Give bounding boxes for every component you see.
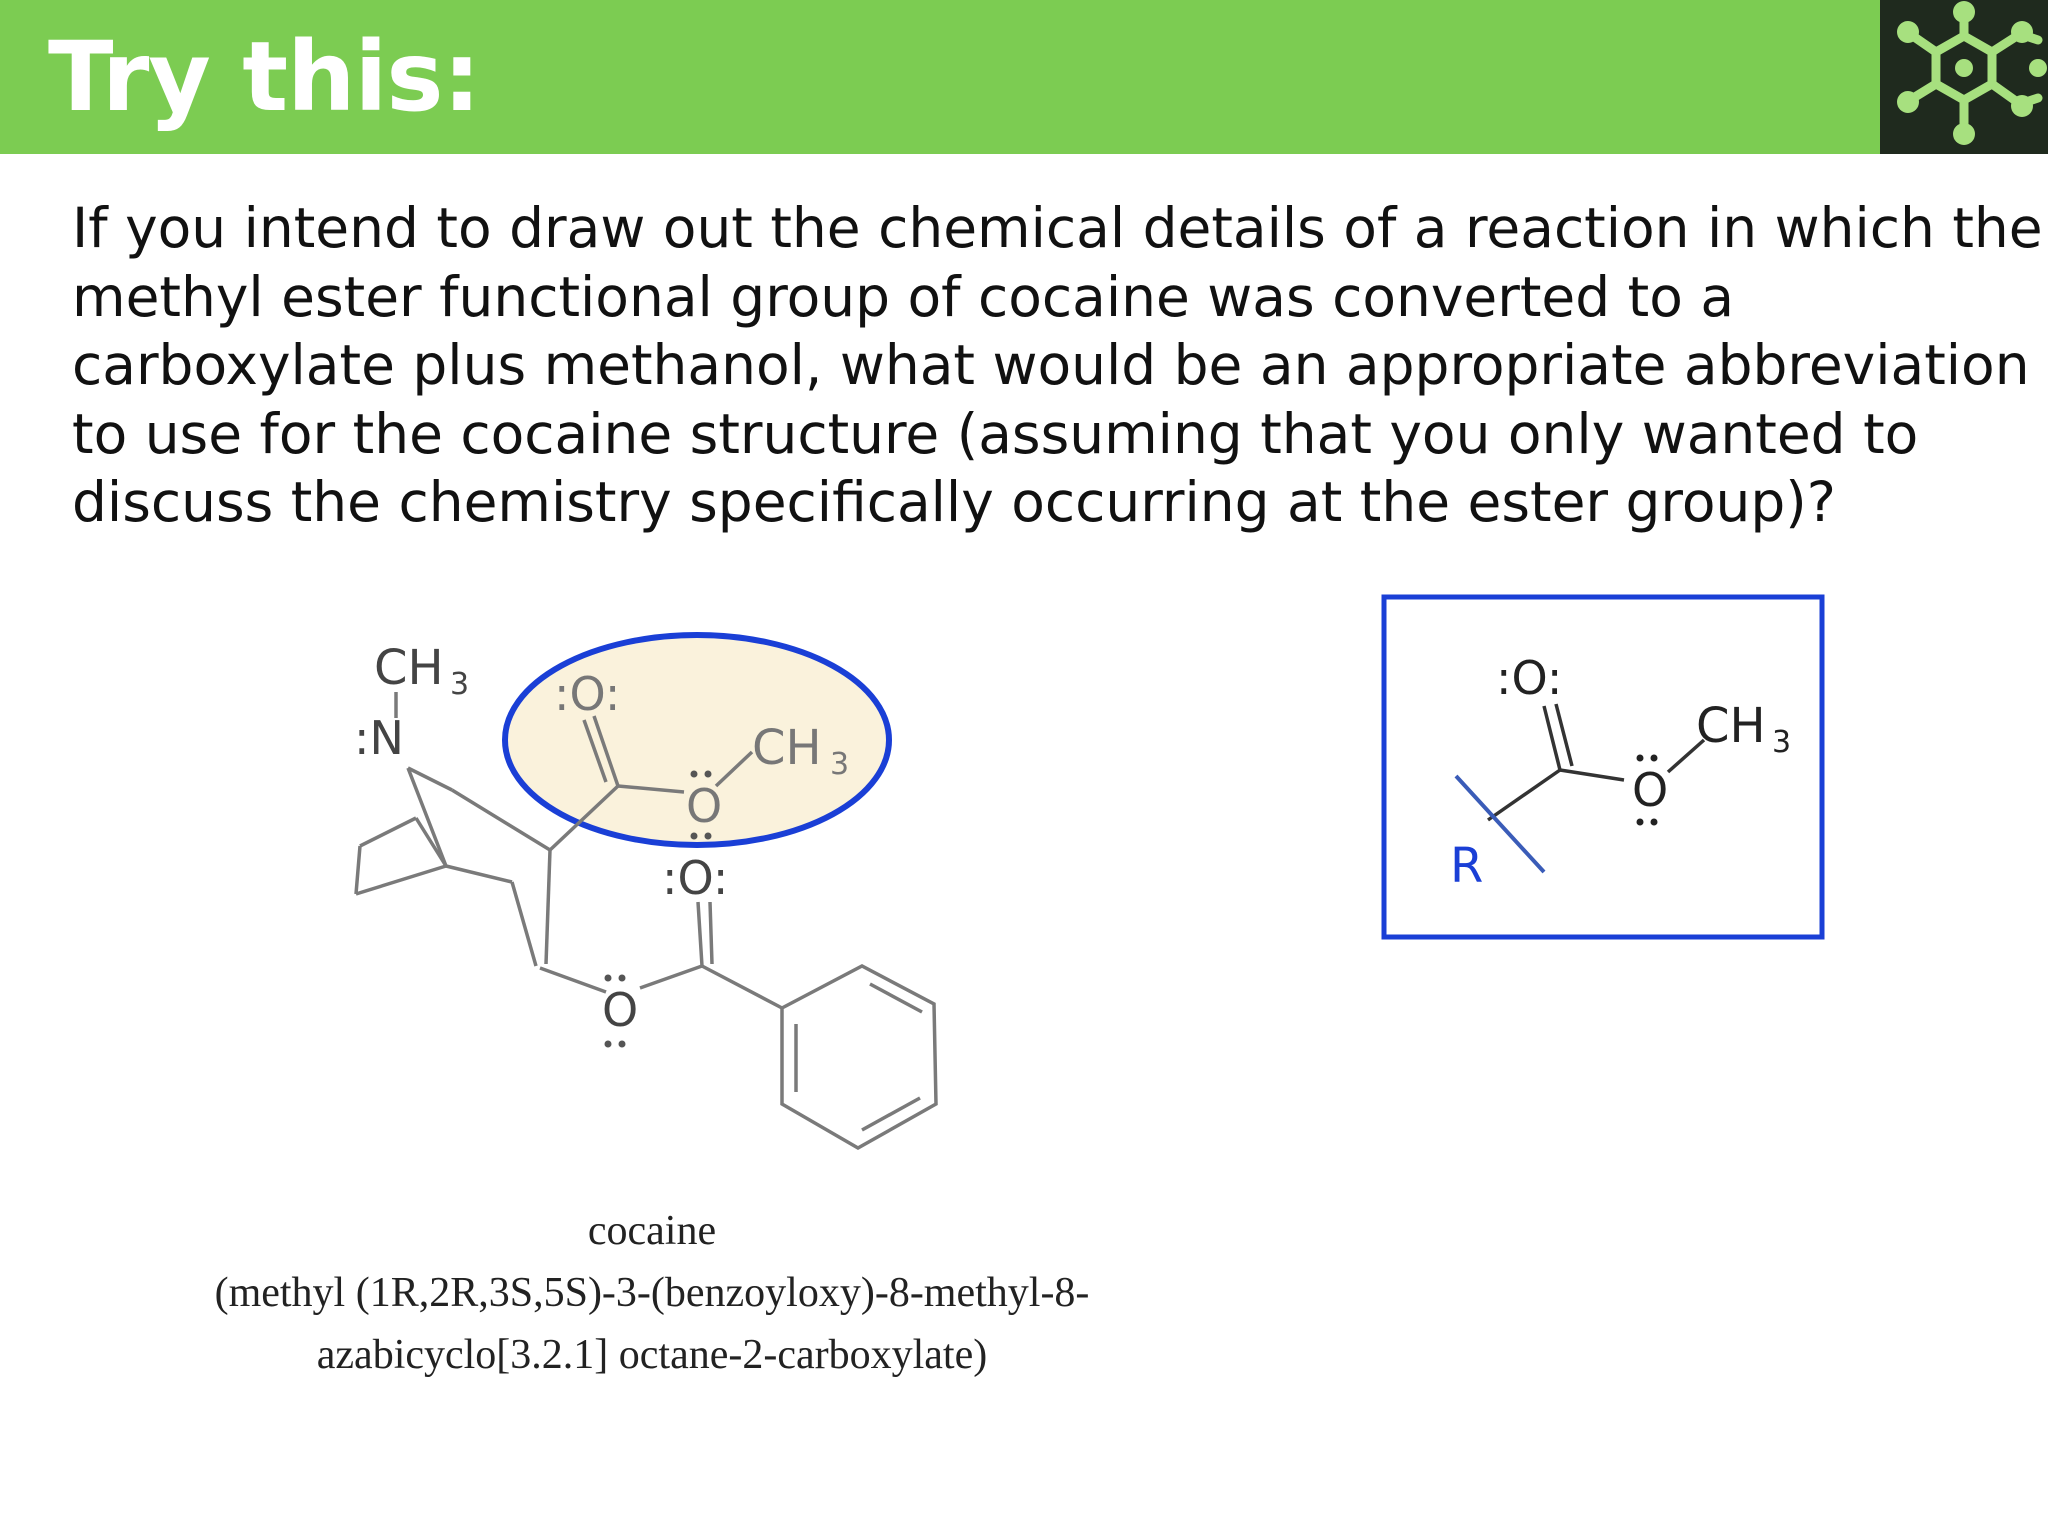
carbonyl-oxygen-label: :O: (1496, 651, 1562, 705)
question-line: methyl ester functional group of cocaine… (72, 264, 1735, 329)
question-text: If you intend to draw out the chemical d… (72, 194, 2043, 537)
ester-ch3-subscript: 3 (830, 747, 849, 782)
r-group-label: R (1450, 838, 1483, 894)
compound-name: cocaine (588, 1208, 716, 1254)
molecule-icon (1897, 1, 2047, 145)
ester-oxygen-label: O (686, 779, 722, 833)
cocaine-bonds (354, 692, 938, 1151)
question-line: If you intend to draw out the chemical d… (72, 196, 2043, 260)
abbreviation-bonds (1487, 703, 1706, 822)
lone-pair-dots (604, 770, 712, 1048)
benzoyl-oxygen-label: :O: (662, 851, 728, 905)
slide-title: Try this: (48, 21, 481, 133)
wavy-bond-cut (1454, 774, 1546, 874)
cocaine-atom-labels: CH 3 :N :O: CH 3 O :O: O (354, 640, 849, 1037)
iupac-name-line-1: (methyl (1R,2R,3S,5S)-3-(benzoyloxy)-8-m… (215, 1270, 1090, 1316)
ester-oxygen-label: O (1632, 763, 1668, 817)
answer-box (1381, 594, 1825, 940)
carbonyl-oxygen-label: :O: (554, 667, 620, 721)
lone-pair-dots (1636, 754, 1658, 826)
ch3-label: CH (1696, 698, 1766, 754)
ch3-subscript: 3 (450, 667, 469, 702)
ch3-subscript: 3 (1772, 725, 1791, 760)
ring-oxygen-label: O (602, 983, 638, 1037)
question-line: discuss the chemistry specifically occur… (72, 470, 1836, 534)
ch3-label: CH (374, 640, 444, 696)
question-line: carboxylate plus methanol, what would be… (72, 333, 2030, 397)
title-bar: Try this: (0, 0, 1880, 154)
iupac-name-line-2: azabicyclo[3.2.1] octane-2-carboxylate) (317, 1332, 987, 1378)
molecule-logo (1880, 0, 2048, 154)
nitrogen-label: :N (354, 711, 404, 765)
ester-ch3-label: CH (752, 720, 822, 776)
question-line: to use for the cocaine structure (assumi… (72, 401, 1919, 466)
ester-highlight-ellipse (502, 632, 892, 848)
